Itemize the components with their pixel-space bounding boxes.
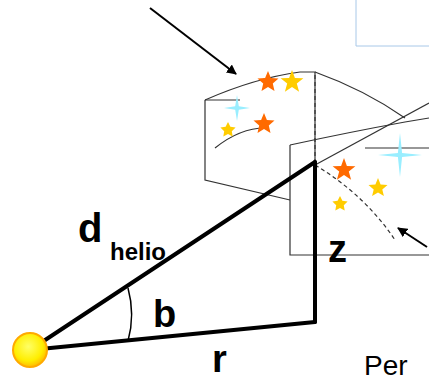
- stars: [220, 70, 422, 211]
- distance-label: r: [212, 340, 227, 378]
- pointer-arrow: [150, 8, 236, 74]
- star: [332, 196, 347, 211]
- frame-edge: [356, 0, 429, 46]
- angle-arc: [128, 288, 132, 341]
- star: [224, 95, 250, 121]
- text-fragment: Per: [364, 352, 408, 380]
- star: [378, 133, 422, 177]
- geometry-triangle: [30, 162, 315, 350]
- pointer-arrow: [398, 228, 427, 247]
- sun: [13, 333, 47, 367]
- symbol-label: d: [78, 208, 102, 248]
- star: [220, 122, 235, 137]
- subscript-label: helio: [110, 240, 166, 264]
- star: [333, 158, 356, 180]
- height-label: z: [328, 230, 347, 268]
- star: [254, 113, 275, 133]
- star: [369, 178, 388, 196]
- star: [258, 71, 279, 91]
- star: [281, 70, 304, 92]
- angle-label: b: [153, 295, 176, 333]
